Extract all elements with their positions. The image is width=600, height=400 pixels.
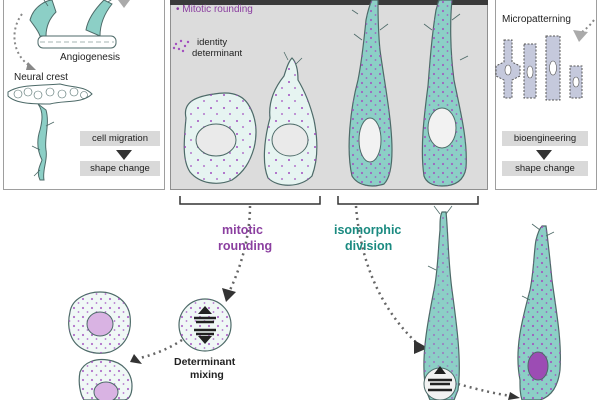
left-flow-arrow xyxy=(13,13,31,67)
division-label: division xyxy=(345,239,393,253)
right-flow-arrow xyxy=(579,19,595,35)
dividing-round-cell xyxy=(178,298,232,352)
cell-3-elongated xyxy=(348,0,393,187)
isomorphic-label: isomorphic xyxy=(334,223,402,237)
shape-change-box-right: shape change xyxy=(502,161,588,176)
daughter-cell-bottom xyxy=(78,358,133,400)
cell-2-rounding xyxy=(263,51,318,186)
shape-change-box-left: shape change xyxy=(80,161,160,176)
left-box-arrow xyxy=(116,150,132,160)
mitotic-rounding-legend: • Mitotic rounding xyxy=(176,4,253,15)
angiogenesis-label: Angiogenesis xyxy=(60,52,121,63)
neural-crest-label: Neural crest xyxy=(14,72,68,83)
division-arrowhead xyxy=(508,392,520,400)
isomorphic-dividing-cell xyxy=(423,205,460,400)
identity-determinant-legend-line2: determinant xyxy=(192,48,243,59)
right-arrowhead xyxy=(573,30,588,42)
middle-top-bar xyxy=(170,0,488,5)
neural-crest-illustration xyxy=(7,83,93,181)
right-box-arrow xyxy=(536,150,552,160)
mitotic-label: mitotic xyxy=(222,223,263,237)
determinant-mixing-label-line1: Determinant xyxy=(174,356,236,368)
rounding-arrow xyxy=(228,205,252,291)
angiogenesis-illustration xyxy=(29,0,117,49)
cell-4-elongated xyxy=(421,0,469,187)
division-arrow xyxy=(457,382,513,398)
rounding-label: rounding xyxy=(218,239,273,253)
micropattern-nuclei xyxy=(504,60,580,88)
left-corner-arrow xyxy=(118,0,130,8)
determinant-legend-swatch xyxy=(172,39,190,53)
left-arrowhead xyxy=(26,62,36,70)
cell-migration-box: cell migration xyxy=(80,131,160,146)
rounding-arrowhead xyxy=(222,288,236,302)
isomorphic-daughter-cell xyxy=(517,223,561,400)
bioengineering-box: bioengineering xyxy=(502,131,588,146)
determinant-mixing-label-line2: mixing xyxy=(190,369,224,381)
micropatterning-label: Micropatterning xyxy=(502,14,571,25)
cell-1-rounded xyxy=(183,92,257,184)
mixing-arrowhead xyxy=(130,354,142,364)
daughter-cell-top xyxy=(68,291,131,354)
left-bracket xyxy=(179,196,321,205)
isomorphic-arrowhead xyxy=(414,340,428,354)
right-bracket xyxy=(337,196,479,205)
identity-determinant-legend-line1: identity xyxy=(197,37,228,48)
isomorphic-arrow xyxy=(354,205,421,347)
